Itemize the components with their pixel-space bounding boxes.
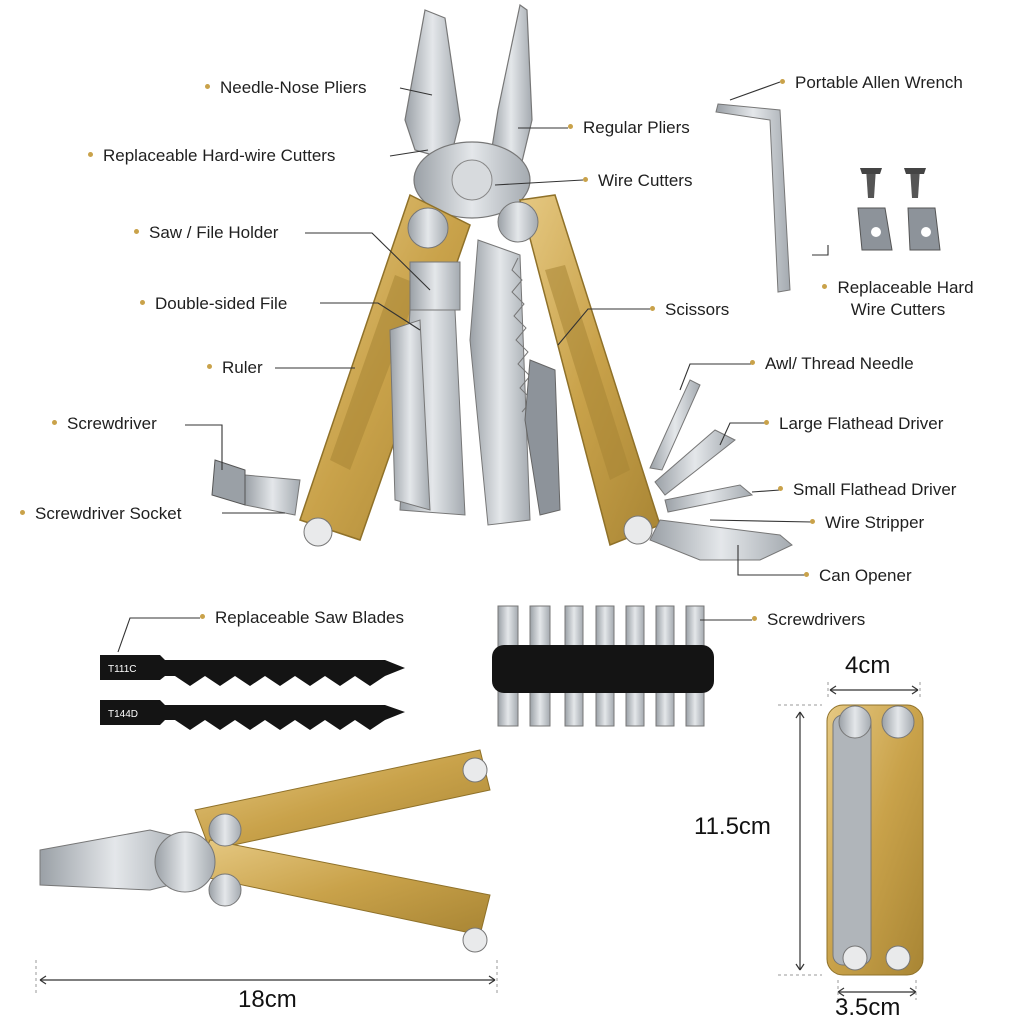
awl	[649, 379, 701, 471]
bit-holder	[492, 645, 714, 693]
large-flathead-driver	[654, 429, 736, 496]
allen-wrench	[715, 103, 791, 293]
label-screwdriver: Screwdriver	[52, 414, 157, 434]
label-scissors: Scissors	[650, 300, 729, 320]
screwdriver-bit	[211, 459, 246, 506]
screwdriver-arm	[244, 474, 301, 516]
multitool-open	[211, 3, 793, 561]
label-small-flathead-driver: Small Flathead Driver	[778, 480, 956, 500]
saw-blades: T111C T144D	[100, 655, 405, 730]
dimension-height: 11.5cm	[694, 813, 771, 840]
multitool-closed-front	[826, 704, 924, 976]
label-needle-nose-pliers: Needle-Nose Pliers	[205, 78, 366, 98]
dimension-length: 18cm	[238, 986, 297, 1013]
label-large-flathead-driver: Large Flathead Driver	[764, 414, 943, 434]
blade1-code: T111C	[108, 664, 137, 675]
small-flathead-driver	[664, 484, 754, 513]
saw-holder	[409, 261, 461, 311]
label-double-sided-file: Double-sided File	[140, 294, 287, 314]
can-opener-tool	[649, 519, 793, 561]
dimension-width-top: 4cm	[845, 652, 891, 679]
label-portable-allen-wrench: Portable Allen Wrench	[780, 73, 963, 93]
label-wire-cutters: Wire Cutters	[583, 171, 692, 191]
dimension-lines	[39, 685, 919, 997]
label-awl-thread-needle: Awl/ Thread Needle	[750, 354, 914, 374]
label-screwdriver-socket: Screwdriver Socket	[20, 504, 181, 524]
label-wire-stripper: Wire Stripper	[810, 513, 924, 533]
blade2-code: T144D	[108, 709, 138, 720]
label-can-opener: Can Opener	[804, 566, 912, 586]
label-replaceable-saw-blades: Replaceable Saw Blades	[200, 608, 404, 628]
label-screwdrivers: Screwdrivers	[752, 610, 865, 630]
label-saw-file-holder: Saw / File Holder	[134, 223, 278, 243]
scissors	[524, 359, 561, 516]
bit-set	[492, 605, 714, 727]
leader-lines	[117, 81, 829, 653]
replacement-cutters	[857, 168, 941, 251]
serrated-blade	[469, 239, 531, 526]
label-ruler: Ruler	[207, 358, 263, 378]
needle-nose-jaw	[404, 9, 461, 161]
label-regular-pliers: Regular Pliers	[568, 118, 690, 138]
label-replaceable-hardwire-cutters: Replaceable Hard-wire Cutters	[88, 146, 335, 166]
dimension-width-bottom: 3.5cm	[835, 994, 901, 1021]
multitool-closed-side	[39, 749, 491, 953]
label-replaceable-hard-wire-cutters: Replaceable Hard Wire Cutters	[808, 277, 988, 321]
